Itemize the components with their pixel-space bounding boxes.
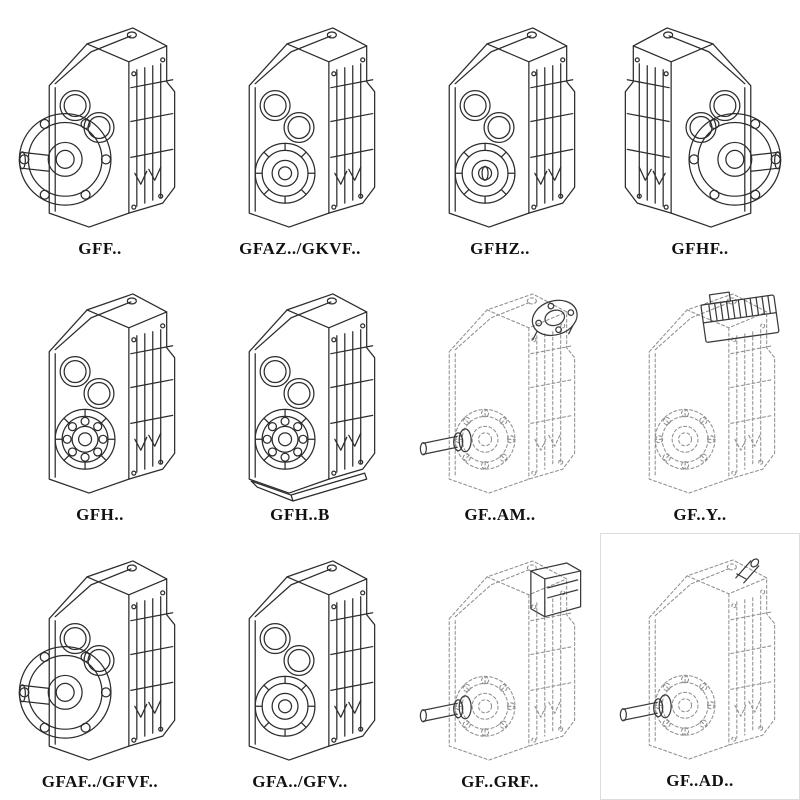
gfa-gfv-drawing — [248, 560, 376, 761]
gf-grf-drawing — [419, 560, 582, 761]
model-label: GFAF../GFVF.. — [41, 771, 159, 791]
catalog-cell-gfaf-gfvf: GFAF../GFVF.. — [0, 533, 200, 800]
gfaz-gkvf-drawing — [248, 27, 376, 228]
model-label: GF..GRF.. — [461, 771, 539, 791]
gf-y-drawing — [648, 288, 780, 494]
model-label: GF..AM.. — [464, 505, 536, 525]
catalog-cell-gfaz-gkvf: GFAZ../GKVF.. — [200, 0, 400, 267]
gfh-b-drawing — [248, 293, 376, 502]
gfhz-drawing — [448, 27, 576, 228]
catalog-cell-gfh-b: GFH..B — [200, 267, 400, 534]
gf-ad-drawing — [619, 556, 776, 760]
gfhf-drawing — [624, 27, 782, 228]
model-label: GFAZ../GKVF.. — [239, 238, 361, 258]
gf-am-drawing — [419, 293, 583, 494]
catalog-cell-gf-am: GF..AM.. — [400, 267, 600, 534]
model-label: GFH..B — [270, 505, 330, 525]
catalog-cell-gf-ad: GF..AD.. — [600, 533, 800, 800]
model-label: GF..Y.. — [673, 505, 727, 525]
gff-drawing — [18, 27, 176, 228]
catalog-cell-gfh: GFH.. — [0, 267, 200, 534]
model-label: GFHZ.. — [470, 238, 530, 258]
catalog-cell-gfhf: GFHF.. — [600, 0, 800, 267]
gfh-drawing — [48, 293, 176, 494]
gfaf-gfvf-drawing — [18, 560, 176, 761]
catalog-cell-gff: GFF.. — [0, 0, 200, 267]
model-label: GFF.. — [78, 238, 122, 258]
model-label: GFHF.. — [671, 238, 729, 258]
catalog-cell-gf-y: GF..Y.. — [600, 267, 800, 534]
model-label: GFH.. — [76, 505, 124, 525]
model-label: GFA../GFV.. — [252, 771, 348, 791]
catalog-cell-gfhz: GFHZ.. — [400, 0, 600, 267]
model-label: GF..AD.. — [666, 770, 734, 790]
catalog-cell-gf-grf: GF..GRF.. — [400, 533, 600, 800]
catalog-cell-gfa-gfv: GFA../GFV.. — [200, 533, 400, 800]
